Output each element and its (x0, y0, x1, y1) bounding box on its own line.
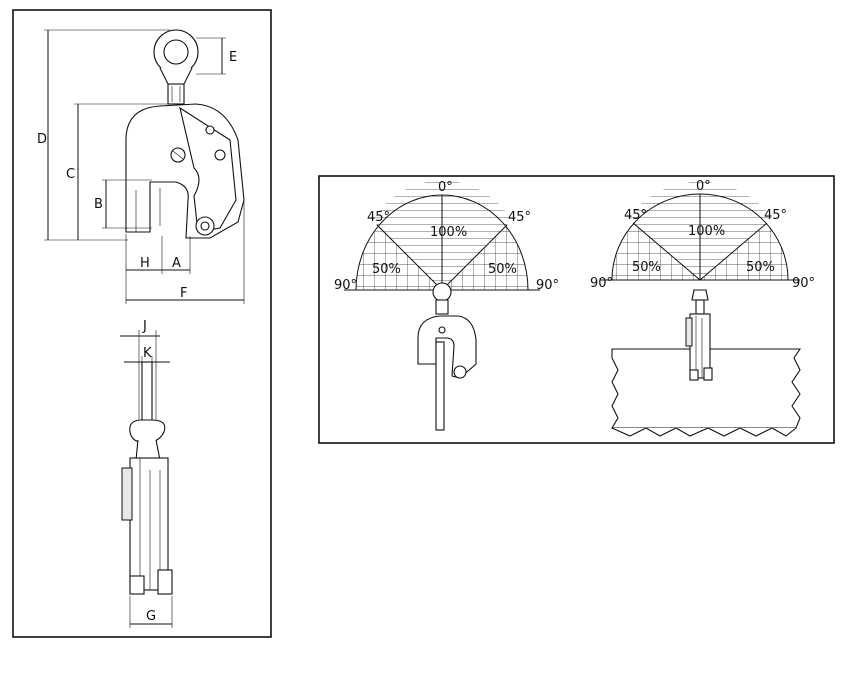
left-angle-0: 0° (438, 180, 453, 195)
right-angle-90-left: 90° (590, 276, 613, 291)
right-angle-45-left: 45° (624, 208, 647, 223)
dim-label-k: K (143, 346, 152, 361)
dim-label-e: E (229, 50, 237, 65)
dim-label-j: J (142, 319, 147, 334)
dim-label-c: C (66, 167, 75, 182)
right-pct-center: 100% (688, 224, 725, 239)
right-angle-45-right: 45° (764, 208, 787, 223)
left-angle-90-right: 90° (536, 278, 559, 293)
dim-label-h: H (140, 256, 150, 271)
dim-label-f: F (180, 286, 187, 301)
dimension-panel (12, 9, 272, 638)
left-pct-left: 50% (372, 262, 401, 277)
right-pct-left: 50% (632, 260, 661, 275)
dim-label-g: G (146, 609, 156, 624)
angle-panel (318, 175, 835, 444)
angle-diagram-right (600, 181, 802, 437)
right-angle-90-right: 90° (792, 276, 815, 291)
clamp-front-view (120, 330, 173, 628)
dim-label-a: A (172, 256, 181, 271)
clamp-side-view (125, 29, 245, 239)
left-pct-center: 100% (430, 225, 467, 240)
right-pct-right: 50% (746, 260, 775, 275)
dim-label-d: D (37, 132, 47, 147)
left-angle-90-left: 90° (334, 278, 357, 293)
left-angle-45-left: 45° (367, 210, 390, 225)
left-pct-right: 50% (488, 262, 517, 277)
dimension-lines (44, 29, 245, 304)
angle-diagram-left (344, 180, 540, 431)
right-angle-0: 0° (696, 179, 711, 194)
left-angle-45-right: 45° (508, 210, 531, 225)
dim-label-b: B (94, 197, 103, 212)
